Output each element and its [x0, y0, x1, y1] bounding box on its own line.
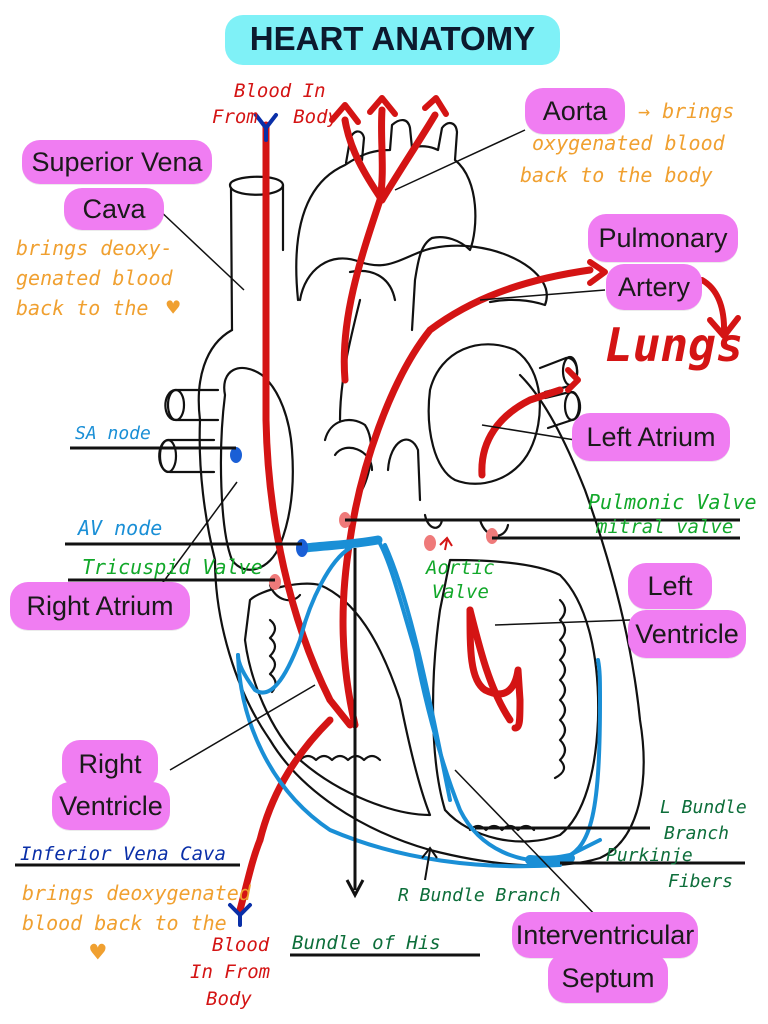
aortic-valve-arrow: [439, 536, 453, 551]
inferior-vena-cava-label: Inferior Vena Cava: [20, 843, 226, 865]
label-aorta: Aorta: [525, 88, 625, 134]
l-bundle-line2: Branch: [664, 823, 730, 844]
mitral-valve-label: mitral valve: [596, 516, 734, 538]
label-ventricle-right: Ventricle: [52, 782, 170, 830]
blood-in-top-line1: Blood In: [234, 80, 326, 102]
left-ventricle-label-line1: Left: [647, 571, 693, 601]
label-left: Left: [628, 563, 712, 609]
blood-in-top-line3: Body: [293, 106, 339, 128]
aorta-note-line3: back to the body: [520, 163, 713, 187]
arrowheads-red: [329, 95, 741, 393]
label-pulmonary: Pulmonary: [588, 214, 738, 262]
svc-label-line2: Cava: [82, 194, 146, 224]
label-right: Right: [62, 740, 158, 788]
aorta-note: → brings oxygenated blood back to the bo…: [520, 95, 734, 191]
aortic-valve-line1: Aortic: [426, 557, 495, 579]
septum-label-line1: Interventricular: [515, 920, 695, 950]
aortic-valve-label: Aortic Valve: [426, 556, 495, 604]
conduction-system: [236, 535, 602, 869]
l-bundle-branch-label: L Bundle Branch: [660, 795, 747, 847]
purkinje-line1: Purkinje: [606, 845, 693, 866]
blood-in-top-line2-row: From Body: [212, 104, 339, 130]
blood-in-bottom-label: Blood In From Body: [190, 932, 270, 1013]
label-right-atrium: Right Atrium: [10, 582, 190, 630]
lungs-label: Lungs: [605, 318, 744, 372]
label-interventricular: Interventricular: [512, 912, 698, 958]
aorta-note-line2: oxygenated blood: [532, 131, 725, 155]
pulmonary-label-line2: Artery: [617, 272, 690, 302]
blood-in-bottom-line3: Body: [206, 988, 252, 1010]
ivc-note-line2: blood back to the: [22, 911, 227, 935]
label-septum: Septum: [548, 953, 668, 1003]
pulmonary-label-line1: Pulmonary: [598, 223, 728, 253]
label-left-atrium: Left Atrium: [572, 413, 730, 461]
heart-icon: ♥: [90, 938, 106, 968]
bundle-of-his-label: Bundle of His: [292, 932, 441, 954]
heart-outline: [158, 119, 645, 867]
title-banner: [225, 15, 560, 65]
svc-note-line3-row: back to the ♥: [16, 293, 180, 324]
blood-in-top-line2: From: [212, 106, 258, 128]
svc-note-line2: genated blood: [16, 266, 173, 290]
heart-icon: ♥: [166, 296, 180, 321]
label-superior-vena-cava: Superior Vena: [22, 140, 212, 184]
page-title: HEART ANATOMY: [249, 20, 536, 57]
pulmonic-valve-label: Pulmonic Valve: [588, 490, 757, 514]
av-node-dot: [296, 539, 308, 557]
label-cava: Cava: [64, 188, 164, 230]
right-ventricle-label-line2: Ventricle: [59, 791, 163, 821]
svc-note-line3: back to the: [16, 296, 149, 320]
aortic-valve-line2: Valve: [431, 581, 489, 603]
svc-note: brings deoxy- genated blood back to the …: [16, 233, 180, 324]
ivc-note-line1: brings deoxygenated: [22, 881, 251, 905]
svc-label-line1: Superior Vena: [31, 147, 203, 177]
r-bundle-branch-label: R Bundle Branch: [398, 885, 561, 906]
right-ventricle-label-line1: Right: [78, 749, 142, 779]
ivc-note: brings deoxygenated blood back to the ♥: [22, 878, 251, 968]
purkinje-line2: Fibers: [668, 871, 734, 892]
label-artery: Artery: [606, 264, 702, 310]
l-bundle-line1: L Bundle: [660, 797, 747, 818]
blood-in-bottom-line2: In From: [190, 961, 271, 983]
sa-node-dot: [230, 447, 242, 463]
aorta-note-line1: → brings: [638, 99, 735, 123]
sa-node-label: SA node: [75, 423, 151, 444]
blood-in-top-label: Blood In From Body: [212, 78, 339, 130]
av-node-label: AV node: [78, 516, 163, 540]
tricuspid-valve-label: Tricuspid Valve: [82, 555, 263, 579]
purkinje-fibers-label: Purkinje Fibers: [606, 843, 733, 895]
leader-lines: [15, 129, 745, 957]
right-atrium-label-text: Right Atrium: [26, 591, 174, 621]
left-ventricle-label-line2: Ventricle: [635, 619, 739, 649]
svc-note-line1: brings deoxy-: [16, 236, 173, 260]
left-atrium-label-text: Left Atrium: [586, 422, 716, 452]
blood-flow-arrows: [236, 106, 594, 914]
blood-in-bottom-line1: Blood: [212, 934, 270, 956]
septum-label-line2: Septum: [561, 963, 655, 993]
aorta-label-text: Aorta: [542, 96, 608, 126]
label-ventricle-left: Ventricle: [628, 610, 746, 658]
y-markers: [228, 113, 278, 927]
